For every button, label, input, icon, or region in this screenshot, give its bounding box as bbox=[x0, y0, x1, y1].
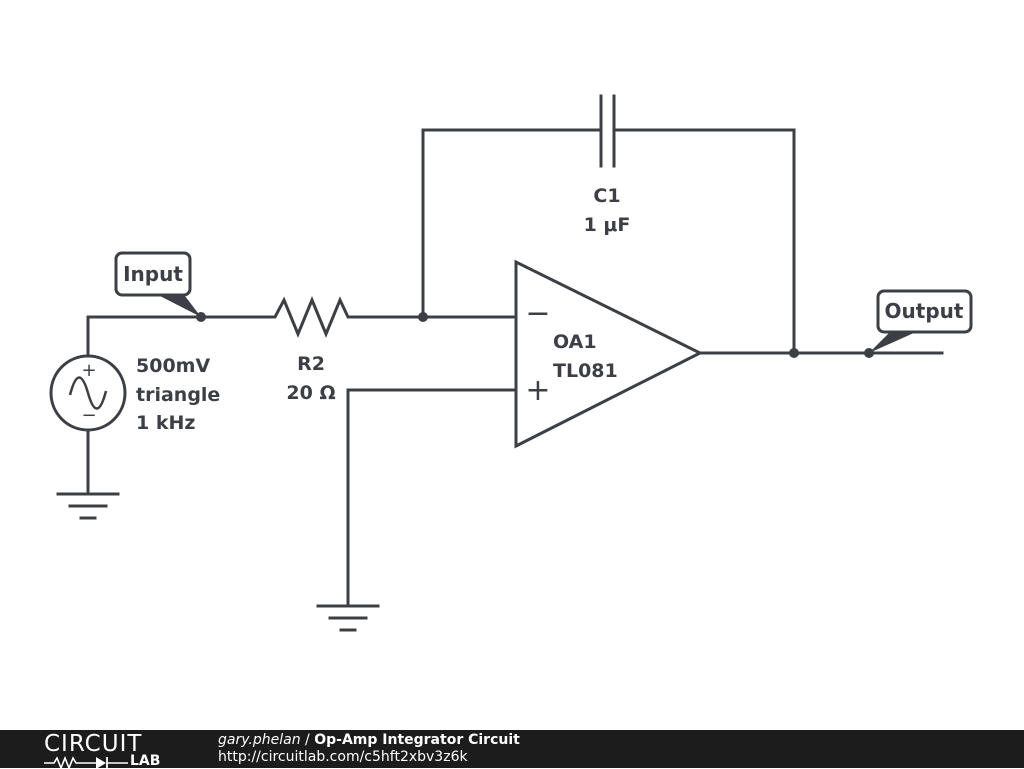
opamp-noninverting-symbol: + bbox=[525, 373, 550, 408]
resistor-r2[interactable] bbox=[268, 296, 356, 338]
junction-dot-feedback bbox=[418, 312, 428, 322]
opamp-inverting-symbol: − bbox=[525, 296, 550, 331]
capacitor-value-label: 1 μF bbox=[584, 214, 631, 236]
input-wire bbox=[86, 315, 272, 358]
footer-bar: CIRCUIT LAB gary.phelan / Op-Amp Integra… bbox=[0, 730, 1024, 769]
circuitlab-logo[interactable]: CIRCUIT LAB bbox=[44, 731, 184, 769]
source-negative-symbol: − bbox=[81, 405, 96, 426]
capacitor-ref-label: C1 bbox=[593, 185, 620, 207]
output-node-tag[interactable]: Output bbox=[869, 289, 973, 353]
title-separator: / bbox=[300, 732, 315, 748]
resistor-ref-label: R2 bbox=[297, 353, 325, 375]
circuit-url[interactable]: http://circuitlab.com/c5hft2xbv3z6k bbox=[218, 749, 468, 765]
input-tag-label: Input bbox=[123, 262, 183, 286]
input-node-tag[interactable]: Input bbox=[114, 251, 201, 317]
opamp-model-label: TL081 bbox=[553, 360, 618, 382]
footer-title-line: gary.phelan / Op-Amp Integrator Circuit bbox=[218, 732, 520, 749]
source-waveform-label: triangle bbox=[136, 384, 220, 406]
source-amplitude-label: 500mV bbox=[136, 355, 210, 377]
source-frequency-label: 1 kHz bbox=[136, 412, 195, 434]
feedback-wire-right bbox=[612, 128, 796, 355]
feedback-wire-left bbox=[421, 128, 603, 319]
ground-symbol-source bbox=[56, 492, 120, 520]
junction-dot-output bbox=[789, 348, 799, 358]
capacitor-c1[interactable] bbox=[599, 94, 616, 168]
resistor-value-label: 20 Ω bbox=[286, 382, 335, 404]
ground-symbol-opamp bbox=[316, 604, 380, 632]
ac-voltage-source[interactable]: + − bbox=[49, 354, 127, 432]
opamp-oa1[interactable]: − + bbox=[514, 259, 704, 449]
schematic-diagram: + − 500mV triangle 1 kHz R2 20 Ω C1 1 μF… bbox=[49, 94, 973, 632]
logo-wordmark-top: CIRCUIT bbox=[44, 731, 143, 757]
circuit-title: Op-Amp Integrator Circuit bbox=[314, 732, 520, 748]
noninverting-input-wire bbox=[346, 388, 518, 608]
output-tag-label: Output bbox=[885, 299, 964, 323]
opamp-ref-label: OA1 bbox=[553, 331, 597, 353]
logo-wordmark-bottom: LAB bbox=[130, 753, 161, 769]
source-positive-symbol: + bbox=[81, 360, 96, 381]
logo-resistor-diode-icon bbox=[44, 755, 128, 769]
author-link[interactable]: gary.phelan bbox=[218, 732, 301, 748]
